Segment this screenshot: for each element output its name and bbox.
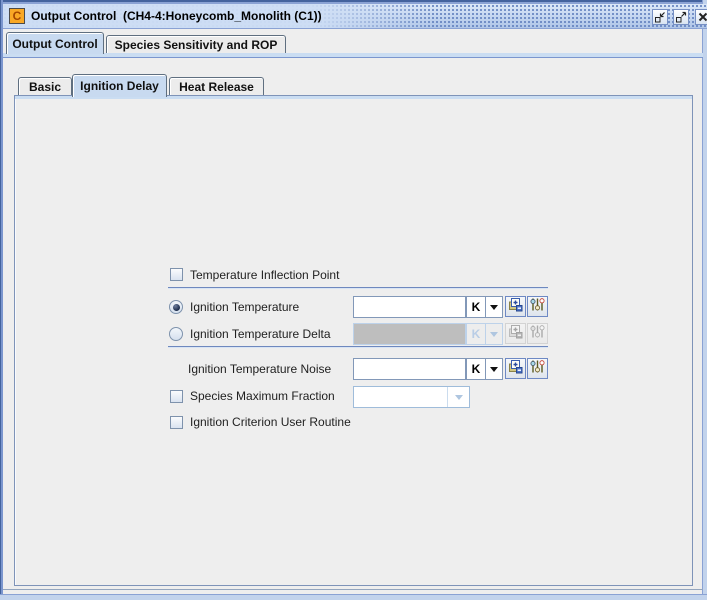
radio-dot (172, 303, 180, 311)
ignition-criterion-user-routine-checkbox[interactable] (170, 416, 183, 429)
combo-value (354, 387, 447, 407)
window-frame-bottom (0, 594, 707, 600)
minimize-icon (653, 10, 667, 24)
sliders-icon (530, 359, 545, 379)
unit-value: K (467, 297, 486, 317)
ignition-temperature-noise-label: Ignition Temperature Noise (188, 362, 332, 376)
ignition-temperature-delta-label: Ignition Temperature Delta (190, 327, 331, 341)
species-maximum-fraction-label: Species Maximum Fraction (190, 389, 335, 403)
tab-label: Ignition Delay (80, 79, 159, 93)
outer-tab-content-strip (3, 53, 703, 58)
tab-basic[interactable]: Basic (18, 77, 72, 95)
tab-species-sensitivity-and-rop[interactable]: Species Sensitivity and ROP (106, 35, 286, 53)
chevron-down-icon (447, 387, 469, 407)
close-icon (696, 10, 707, 24)
chevron-down-icon (486, 324, 502, 344)
temperature-inflection-point-label: Temperature Inflection Point (190, 268, 340, 282)
maximize-button[interactable] (673, 9, 689, 25)
tab-label: Species Sensitivity and ROP (114, 38, 278, 52)
ignition-temperature-delta-radio[interactable] (169, 327, 183, 341)
maximize-icon (674, 10, 688, 24)
tab-label: Output Control (12, 37, 98, 51)
outer-pane-border (3, 589, 703, 590)
ignition-temperature-adjust-button[interactable] (527, 296, 548, 317)
window-title: Output Control (CH4-4:Honeycomb_Monolith… (31, 9, 322, 23)
titlebar[interactable]: C Output Control (CH4-4:Honeycomb_Monoli… (3, 4, 707, 29)
unit-value: K (467, 324, 486, 344)
plus-minus-icon (508, 359, 523, 379)
window-frame-top-highlight (0, 2, 707, 4)
ignition-temperature-add-remove-button[interactable] (505, 296, 526, 317)
ignition-temperature-delta-unit-combo: K (466, 323, 503, 345)
ignition-criterion-user-routine-label: Ignition Criterion User Routine (190, 415, 351, 429)
ignition-temperature-radio[interactable] (169, 300, 183, 314)
minimize-button[interactable] (652, 9, 668, 25)
tab-heat-release[interactable]: Heat Release (169, 77, 264, 95)
ignition-temperature-input[interactable] (353, 296, 466, 318)
tab-output-control[interactable]: Output Control (6, 32, 104, 54)
tab-label: Basic (28, 80, 62, 94)
inner-tab-content-strip (15, 96, 692, 99)
ignition-temperature-noise-adjust-button[interactable] (527, 358, 548, 379)
plus-minus-icon (508, 324, 523, 344)
tab-ignition-delay[interactable]: Ignition Delay (72, 74, 167, 97)
ignition-temperature-delta-adjust-button (527, 323, 548, 344)
separator (168, 287, 548, 289)
ignition-temperature-noise-add-remove-button[interactable] (505, 358, 526, 379)
chevron-down-icon[interactable] (486, 297, 502, 317)
ignition-temperature-unit-combo[interactable]: K (466, 296, 503, 318)
species-maximum-fraction-combo (353, 386, 470, 408)
tab-label: Heat Release (179, 80, 254, 94)
chevron-down-icon[interactable] (486, 359, 502, 379)
sliders-icon (530, 297, 545, 317)
ignition-temperature-noise-input[interactable] (353, 358, 466, 380)
plus-minus-icon (508, 297, 523, 317)
ignition-temperature-noise-unit-combo[interactable]: K (466, 358, 503, 380)
ignition-temperature-delta-input (353, 323, 466, 345)
ignition-temperature-delta-add-remove-button (505, 323, 526, 344)
temperature-inflection-point-checkbox[interactable] (170, 268, 183, 281)
unit-value: K (467, 359, 486, 379)
ignition-temperature-label: Ignition Temperature (190, 300, 300, 314)
sliders-icon (530, 324, 545, 344)
separator (168, 346, 548, 348)
close-button[interactable] (695, 9, 707, 25)
window-frame-top (0, 0, 707, 2)
species-maximum-fraction-checkbox[interactable] (170, 390, 183, 403)
window-frame-left (0, 0, 3, 600)
app-icon: C (9, 8, 25, 24)
window-frame-right (702, 0, 707, 600)
